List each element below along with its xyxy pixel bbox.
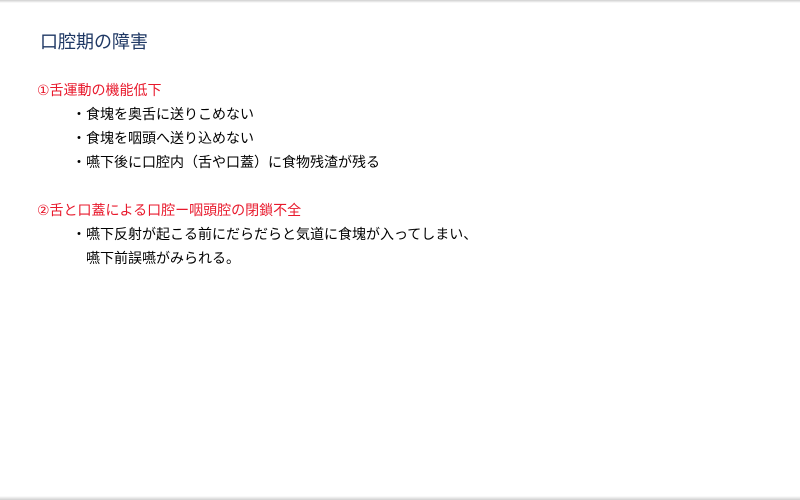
list-item: ・嚥下反射が起こる前にだらだらと気道に食塊が入ってしまい、 [72, 227, 478, 243]
list-item-continuation: 嚥下前誤嚥がみられる。 [86, 251, 240, 267]
section-heading: ②舌と口蓋による口腔ー咽頭腔の閉鎖不全 [37, 203, 302, 219]
list-item: ・嚥下後に口腔内（舌や口蓋）に食物残渣が残る [72, 155, 380, 171]
slide-title: 口腔期の障害 [40, 32, 148, 53]
list-item: ・食塊を奥舌に送りこめない [72, 107, 254, 123]
bottom-divider [0, 496, 800, 500]
top-divider [0, 0, 800, 3]
section-heading: ①舌運動の機能低下 [37, 83, 162, 99]
list-item: ・食塊を咽頭へ送り込めない [72, 131, 254, 147]
